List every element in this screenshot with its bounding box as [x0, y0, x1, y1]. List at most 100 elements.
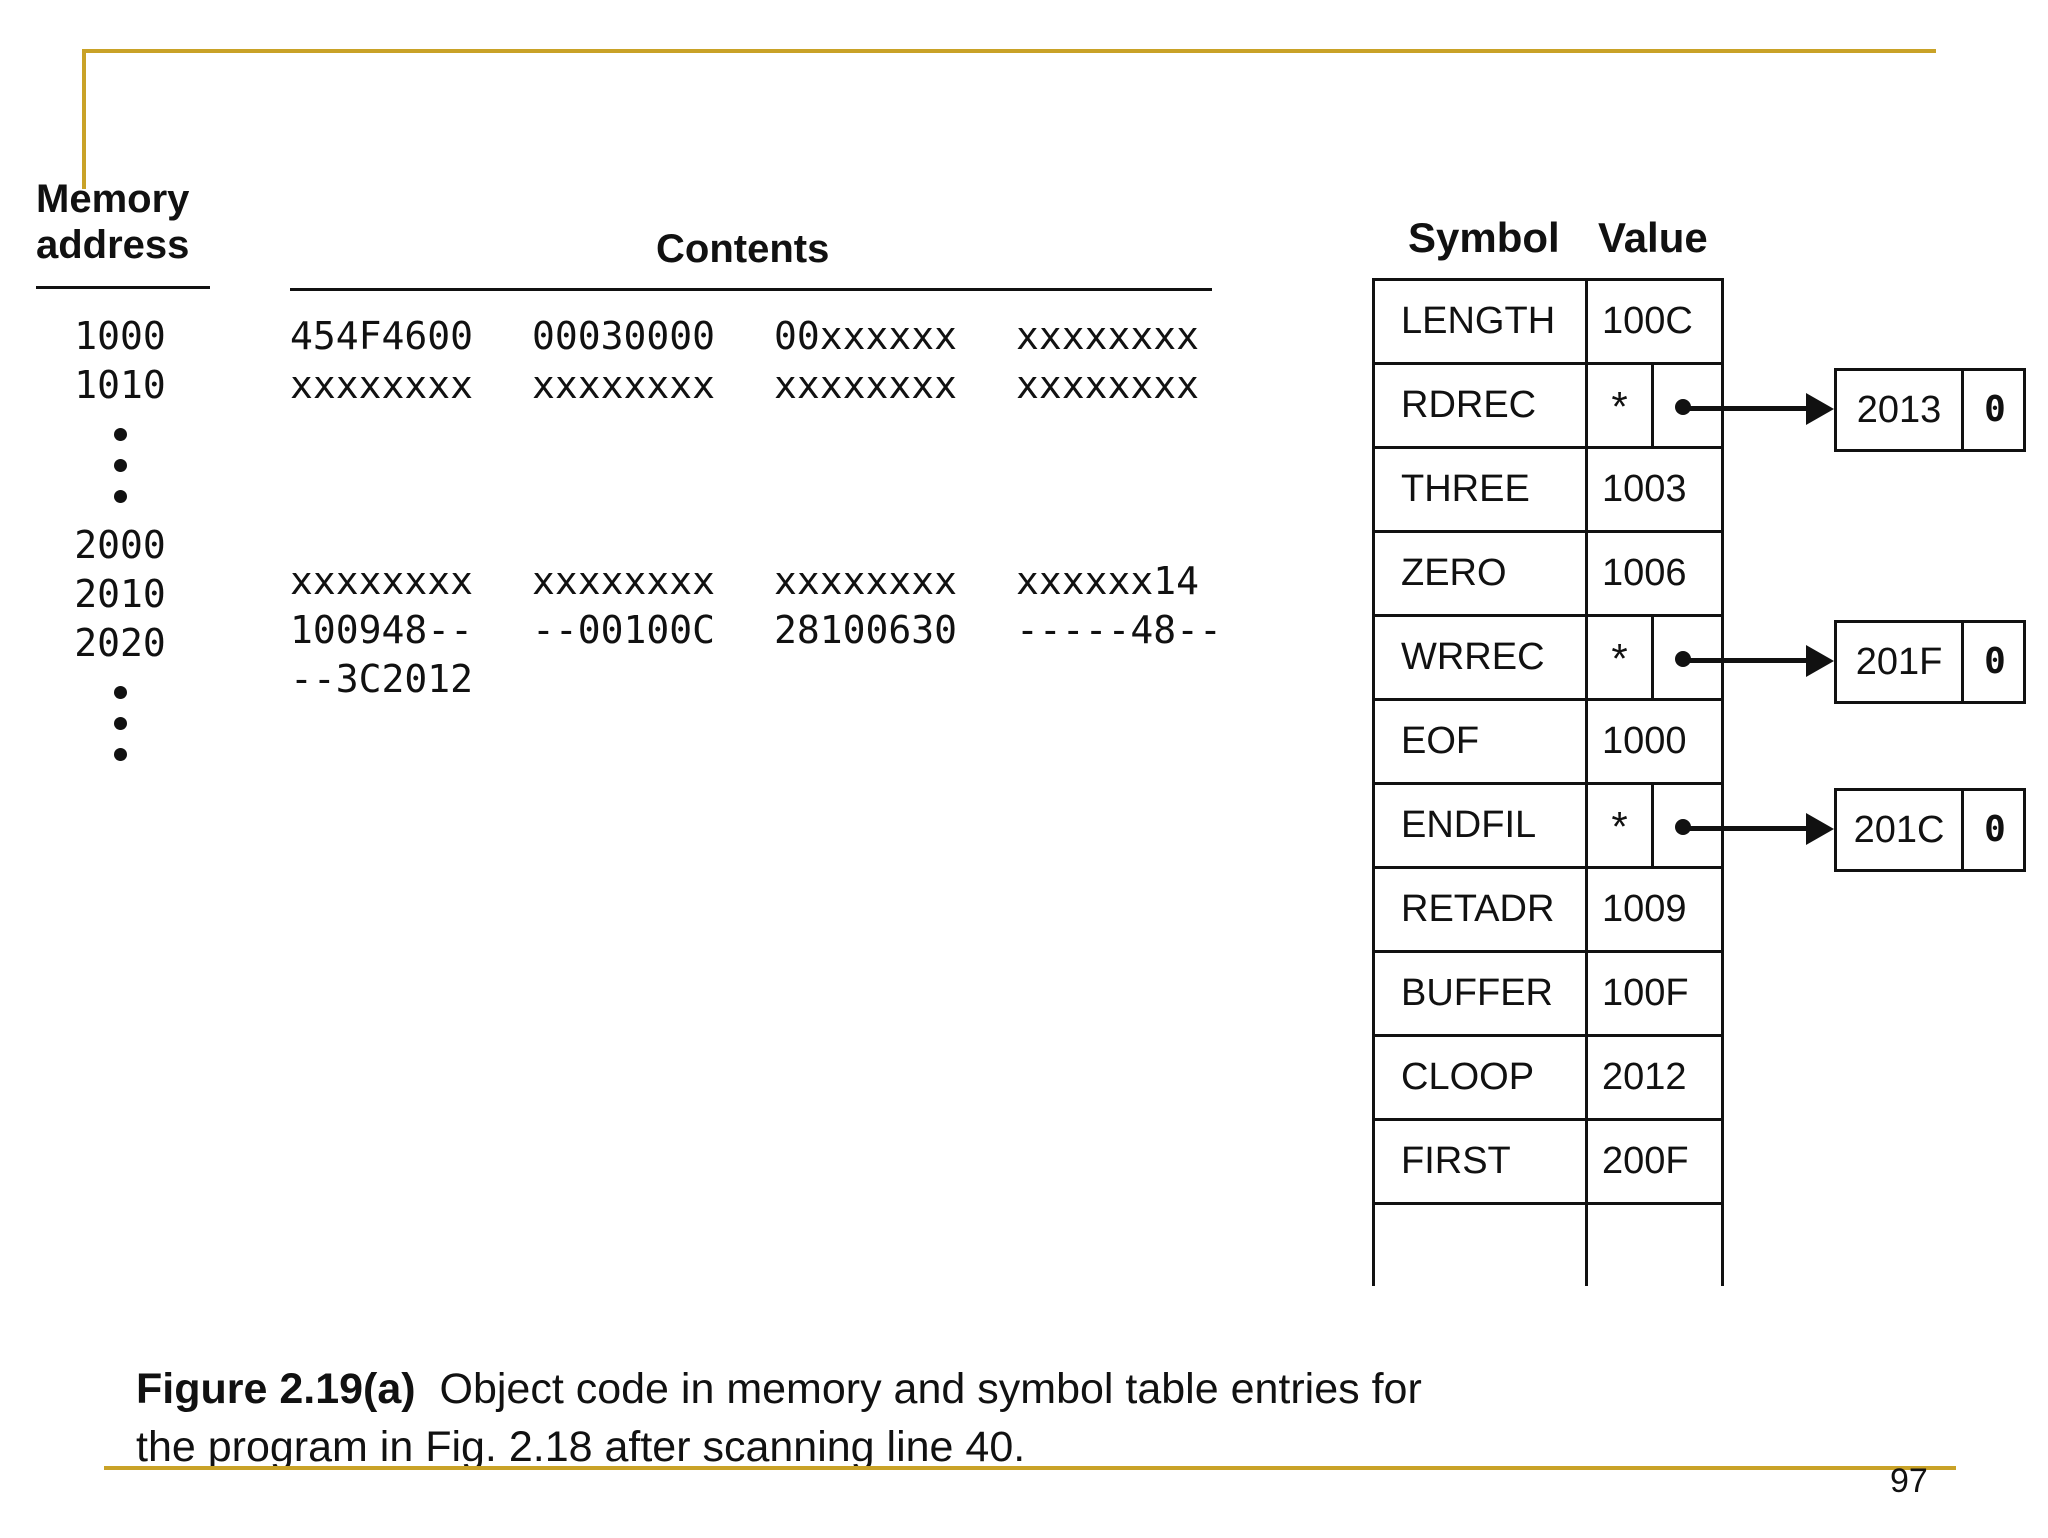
caption-line2: the program in Fig. 2.18 after scanning …	[136, 1423, 1026, 1471]
ellipsis-dot	[113, 748, 127, 761]
address-1000: 1000	[74, 314, 166, 358]
symbol-row-retadr: RETADR 1009	[1372, 866, 1724, 950]
caption-text: Object code in memory and symbol table e…	[439, 1365, 1422, 1413]
address-2010: 2010	[74, 572, 166, 616]
symbol-value: 1006	[1602, 552, 1687, 594]
memory-row: --3C2012	[290, 655, 1258, 704]
arrow-shaft	[1690, 826, 1806, 831]
memory-row: xxxxxxxx xxxxxxxx xxxxxxxx xxxxxxxx	[290, 361, 1258, 410]
ellipsis-dot	[113, 686, 127, 699]
symbol-name: FIRST	[1375, 1121, 1588, 1202]
memory-word: -----48--	[1016, 608, 1222, 652]
address-column: 1000 1010 2000 2010 2020	[60, 312, 180, 779]
memory-word: xxxxxxxx	[290, 559, 474, 603]
page-number: 97	[1890, 1462, 1928, 1500]
memory-word: xxxxxxxx	[532, 363, 716, 407]
list-terminator: 0	[1984, 809, 2006, 850]
symbol-row-first: FIRST 200F	[1372, 1118, 1724, 1202]
memory-word: xxxxxx14	[1016, 559, 1200, 603]
symbol-value: 2012	[1602, 1056, 1687, 1098]
undefined-marker: *	[1588, 617, 1654, 698]
address-2020: 2020	[74, 621, 166, 665]
symbol-header: Symbol	[1408, 214, 1560, 261]
list-terminator: 0	[1984, 389, 2006, 430]
memory-word: 454F4600	[290, 314, 474, 358]
memory-row: xxxxxxxx xxxxxxxx xxxxxxxx xxxxxx14	[290, 557, 1258, 606]
forward-ref-address: 2013	[1837, 371, 1964, 449]
address-header-rule	[36, 286, 210, 289]
contents-header: Contents	[656, 227, 830, 271]
memory-row: 100948-- --00100C 28100630 -----48--	[290, 606, 1258, 655]
forward-ref-box-wrrec: 201F 0	[1834, 620, 2026, 704]
symbol-row-zero: ZERO 1006	[1372, 530, 1724, 614]
figure-caption: Figure 2.19(a) Object code in memory and…	[136, 1360, 1636, 1476]
symbol-name: ZERO	[1375, 533, 1588, 614]
symbol-name: ENDFIL	[1375, 785, 1588, 866]
memory-word: --00100C	[532, 608, 716, 652]
pointer-dot-icon	[1675, 651, 1691, 667]
memory-word: 28100630	[774, 608, 958, 652]
ellipsis-dot	[113, 459, 127, 472]
memory-word: 00xxxxxx	[774, 314, 958, 358]
symbol-row-cloop: CLOOP 2012	[1372, 1034, 1724, 1118]
symbol-name: CLOOP	[1375, 1037, 1588, 1118]
column-divider	[1585, 1205, 1588, 1286]
symbol-value: 1000	[1602, 720, 1687, 762]
symbol-value: 100C	[1602, 300, 1693, 342]
symbol-value: 1003	[1602, 468, 1687, 510]
contents-header-rule	[290, 288, 1212, 291]
symbol-value: 1009	[1602, 888, 1687, 930]
figure-number: Figure 2.19(a)	[136, 1365, 416, 1413]
arrow-right-icon	[1806, 813, 1834, 845]
contents-gap	[290, 410, 1258, 557]
memory-word: --3C2012	[290, 657, 474, 701]
memory-word: xxxxxxxx	[1016, 314, 1200, 358]
symbol-name: BUFFER	[1375, 953, 1588, 1034]
undefined-marker: *	[1588, 365, 1654, 446]
forward-ref-box-endfil: 201C 0	[1834, 788, 2026, 872]
memory-word: xxxxxxxx	[290, 363, 474, 407]
symbol-name: EOF	[1375, 701, 1588, 782]
symbol-row-wrrec: WRREC *	[1372, 614, 1724, 698]
symbol-name: RDREC	[1375, 365, 1588, 446]
symbol-row-rdrec: RDREC *	[1372, 362, 1724, 446]
top-accent-rule	[82, 49, 1936, 53]
symbol-row-eof: EOF 1000	[1372, 698, 1724, 782]
undefined-marker: *	[1588, 785, 1654, 866]
forward-ref-box-rdrec: 2013 0	[1834, 368, 2026, 452]
memory-word: xxxxxxxx	[1016, 363, 1200, 407]
symbol-name: RETADR	[1375, 869, 1588, 950]
pointer-dot-icon	[1675, 399, 1691, 415]
memory-address-header: Memory address	[36, 176, 189, 268]
address-1010: 1010	[74, 363, 166, 407]
arrow-shaft	[1690, 406, 1806, 411]
symbol-table: LENGTH 100C RDREC * THREE 1003 ZERO 1006…	[1372, 278, 1724, 1286]
list-terminator: 0	[1984, 641, 2006, 682]
caption-line1: Figure 2.19(a) Object code in memory and…	[136, 1360, 1636, 1418]
memory-row: 454F4600 00030000 00xxxxxx xxxxxxxx	[290, 312, 1258, 361]
symbol-row-three: THREE 1003	[1372, 446, 1724, 530]
value-header: Value	[1598, 214, 1708, 261]
memory-word: xxxxxxxx	[532, 559, 716, 603]
symbol-value: 200F	[1602, 1140, 1689, 1182]
memory-word: xxxxxxxx	[774, 559, 958, 603]
symbol-name: THREE	[1375, 449, 1588, 530]
memory-header-line1: Memory	[36, 177, 190, 221]
symbol-row-empty	[1372, 1202, 1724, 1286]
symbol-name: LENGTH	[1375, 281, 1588, 362]
memory-word: xxxxxxxx	[774, 363, 958, 407]
symbol-row-length: LENGTH 100C	[1372, 278, 1724, 362]
arrow-right-icon	[1806, 645, 1834, 677]
memory-header-line2: address	[36, 223, 190, 267]
symbol-row-buffer: BUFFER 100F	[1372, 950, 1724, 1034]
memory-word: 00030000	[532, 314, 716, 358]
memory-word: 100948--	[290, 608, 474, 652]
arrow-right-icon	[1806, 393, 1834, 425]
symbol-row-endfil: ENDFIL *	[1372, 782, 1724, 866]
address-2000: 2000	[74, 523, 166, 567]
symbol-value: 100F	[1602, 972, 1689, 1014]
left-accent-rule	[82, 49, 86, 189]
symbol-name: WRREC	[1375, 617, 1588, 698]
ellipsis-dot	[113, 428, 127, 441]
forward-ref-address: 201C	[1837, 791, 1964, 869]
